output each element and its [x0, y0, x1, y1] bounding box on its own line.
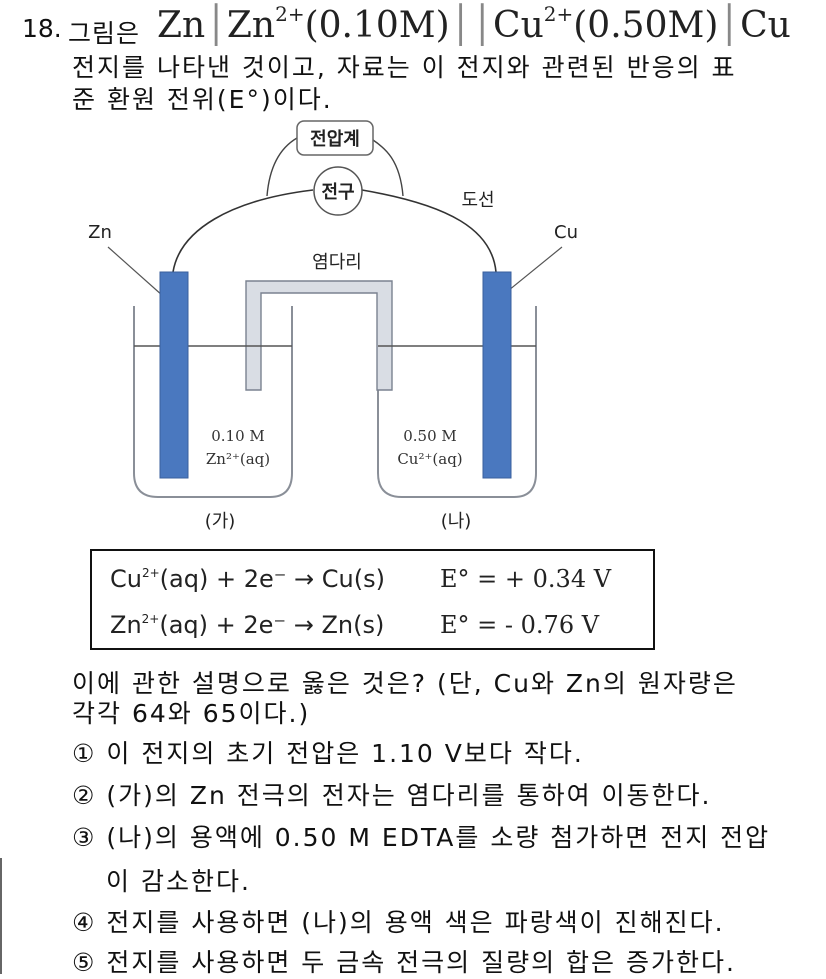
cell-anode: Zn [157, 5, 206, 46]
left-beaker [133, 306, 293, 498]
option-text: (나)의 용액에 0.50 M EDTA를 소량 첨가하면 전지 전압 [106, 823, 771, 852]
option-text: (가)의 Zn 전극의 전자는 염다리를 통하여 이동한다. [106, 781, 712, 810]
option-4[interactable]: ④ 전지를 사용하면 (나)의 용액 색은 파랑색이 진해진다. [72, 903, 725, 939]
left-solution-species: Zn²⁺(aq) [206, 450, 270, 468]
question-number: 18. [22, 14, 62, 43]
option-marker: ② [72, 781, 97, 810]
wire-left [172, 189, 314, 273]
bulb-label: 전구 [321, 182, 354, 203]
option-marker: ③ [72, 823, 97, 852]
voltmeter-wire [266, 137, 404, 197]
bulb-circle [313, 166, 363, 216]
prompt-line-2: 각각 64와 65이다.) [72, 699, 311, 728]
reaction-ion: Cu [110, 565, 142, 593]
zn-electrode-label: Zn [88, 222, 112, 243]
option-text: 이 전지의 초기 전압은 1.10 V보다 작다. [106, 739, 584, 768]
reaction-equation: (aq) + 2e⁻ → Zn(s) [159, 611, 385, 639]
option-2[interactable]: ② (가)의 Zn 전극의 전자는 염다리를 통하여 이동한다. [72, 776, 711, 812]
option-text: 전지를 사용하면 두 금속 전극의 질량의 합은 증가한다. [106, 948, 736, 977]
right-solution-conc: 0.50 M [403, 427, 457, 445]
reaction-e-label: E° [440, 611, 470, 639]
right-beaker [377, 306, 537, 498]
reaction-ion: Zn [110, 611, 142, 639]
cell-cathode-ion-charge: 2+ [543, 2, 574, 26]
cell-cathode-conc: (0.50M) [573, 5, 719, 46]
option-text: 전지를 사용하면 (나)의 용액 색은 파랑색이 진해진다. [106, 908, 725, 937]
question-line-2: 전지를 나타낸 것이고, 자료는 이 전지와 관련된 반응의 표 [72, 53, 737, 82]
wire-label: 도선 [461, 190, 494, 211]
cu-electrode [482, 271, 512, 479]
right-solution-species: Cu²⁺(aq) [397, 450, 462, 468]
reaction-equation: (aq) + 2e⁻ → Cu(s) [159, 565, 385, 593]
right-beaker-label: (나) [441, 511, 472, 532]
option-marker: ① [72, 739, 97, 768]
option-3[interactable]: ③ (나)의 용액에 0.50 M EDTA를 소량 첨가하면 전지 전압 [72, 818, 770, 854]
wire-right [361, 189, 497, 273]
option-3-continuation: 이 감소한다. [106, 867, 251, 896]
option-marker: ⑤ [72, 948, 97, 977]
reaction-charge: 2+ [141, 566, 160, 580]
option-5[interactable]: ⑤ 전지를 사용하면 두 금속 전극의 질량의 합은 증가한다. [72, 943, 736, 979]
galvanic-cell-diagram: 전압계 전구 도선 Zn Cu 염다리 0.10 M Zn²⁺(aq) 0.50… [88, 120, 578, 532]
reaction-potential: = - 0.76 V [477, 611, 600, 639]
salt-bridge-label: 염다리 [312, 252, 362, 273]
question-line-3: 준 환원 전위(E°)이다. [72, 85, 333, 114]
cell-notation: Zn│Zn2+(0.10M)││Cu2+(0.50M)│Cu [157, 2, 791, 46]
reaction-potential: = + 0.34 V [477, 565, 612, 593]
cell-cathode-ion: Cu [493, 5, 544, 46]
left-margin-rule [0, 858, 2, 974]
option-1[interactable]: ① 이 전지의 초기 전압은 1.10 V보다 작다. [72, 734, 584, 770]
question-intro-word: 그림은 [68, 19, 141, 48]
cell-anode-ion-charge: 2+ [275, 2, 305, 26]
zn-electrode [159, 271, 189, 479]
reaction-row-zn: Zn2+(aq) + 2e⁻ → Zn(s) E° = - 0.76 V [110, 611, 599, 639]
cell-anode-ion: Zn [226, 5, 276, 46]
reaction-e-label: E° [440, 565, 470, 593]
voltmeter-box [296, 120, 374, 156]
option-marker: ④ [72, 908, 97, 937]
reduction-potential-box: Cu2+(aq) + 2e⁻ → Cu(s) E° = + 0.34 V Zn2… [90, 549, 655, 650]
prompt-line-1: 이에 관한 설명으로 옳은 것은? (단, Cu와 Zn의 원자량은 [72, 669, 738, 698]
cell-anode-conc: (0.10M) [304, 5, 450, 46]
cu-electrode-label: Cu [554, 222, 578, 243]
reaction-charge: 2+ [141, 612, 160, 626]
left-solution-conc: 0.10 M [211, 427, 265, 445]
voltmeter-label: 전압계 [310, 129, 360, 150]
reaction-row-cu: Cu2+(aq) + 2e⁻ → Cu(s) E° = + 0.34 V [110, 565, 611, 593]
cell-cathode: Cu [740, 5, 791, 46]
salt-bridge [245, 280, 393, 391]
left-beaker-label: (가) [205, 511, 236, 532]
